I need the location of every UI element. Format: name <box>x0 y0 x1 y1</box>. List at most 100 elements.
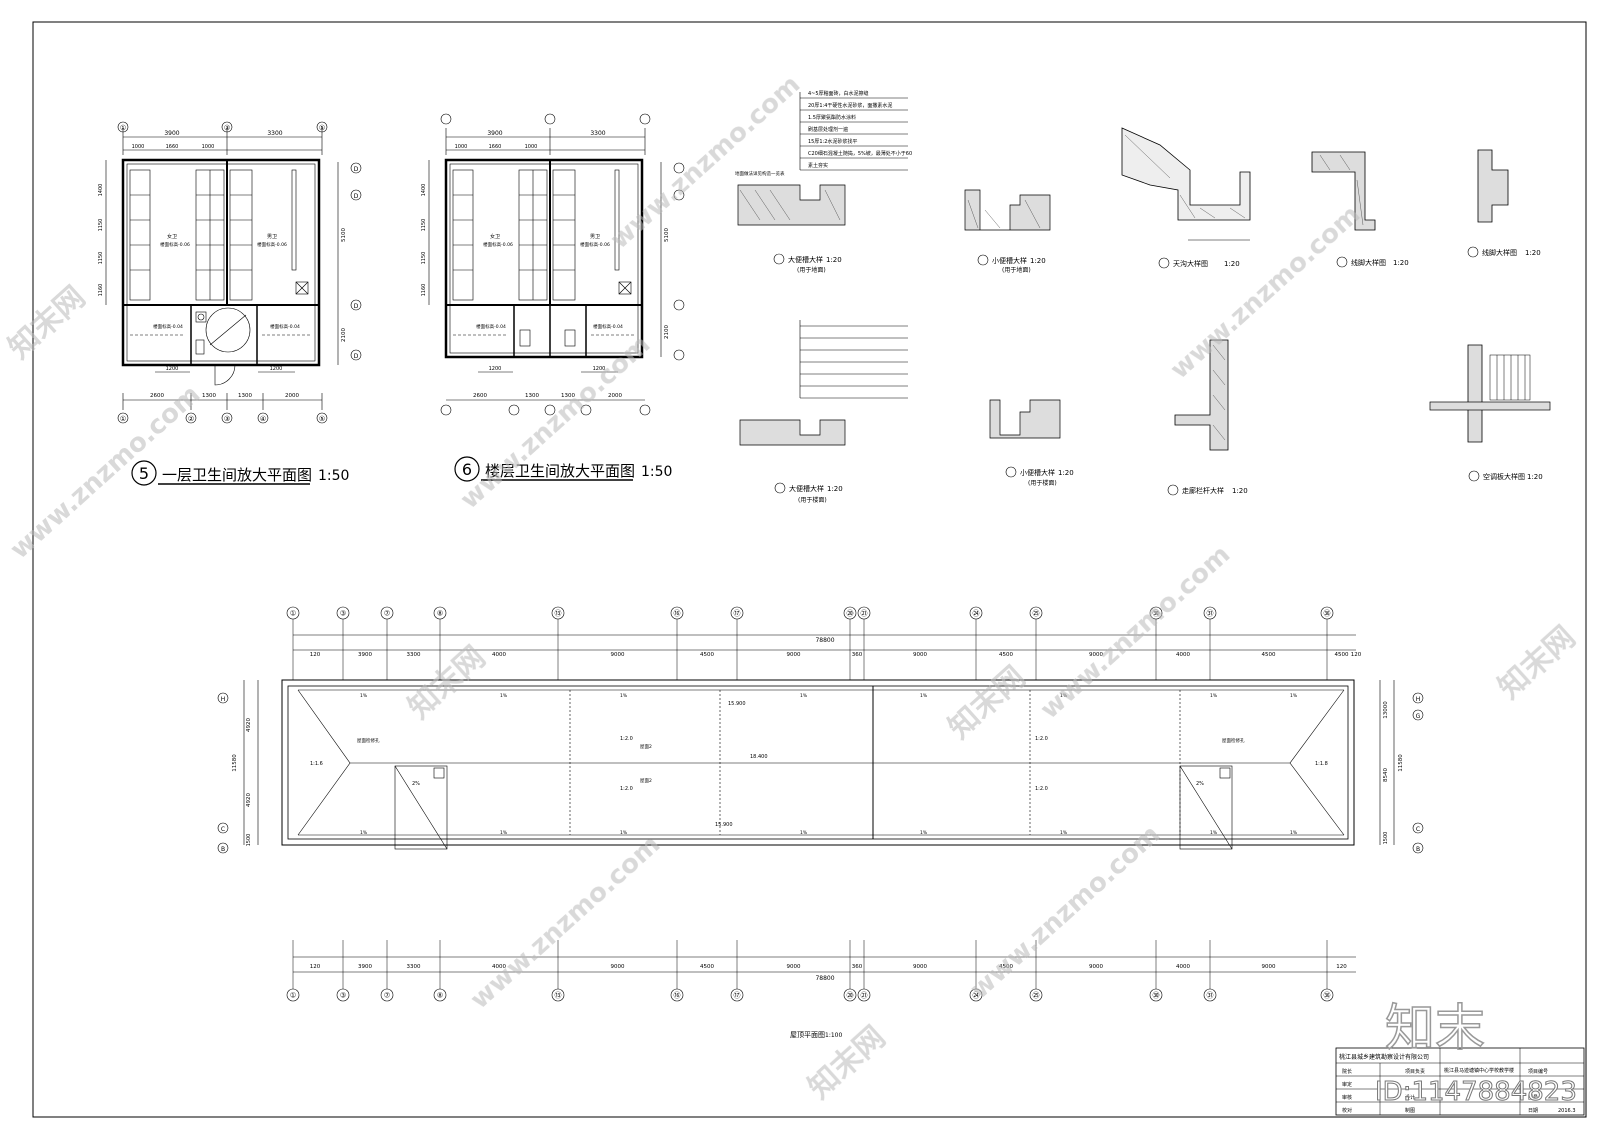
dim-left-4: 1160 <box>98 284 104 297</box>
d1-layer-7: 素土夯实 <box>808 162 828 169</box>
p6-elev-label-3: 楼面标高-0.04 <box>476 323 506 330</box>
d1-layer-3: 1.5厚聚氨酯防水涂料 <box>808 114 856 121</box>
roof-top-axis-bubble <box>1203 606 1217 620</box>
d5-title: 线脚大样图 <box>1482 248 1517 257</box>
roof-gutter-slope-bottom: 1% <box>920 830 928 836</box>
roof-right-dim-1: 13000 <box>1383 701 1389 719</box>
d8-scale: 1:20 <box>1232 487 1248 495</box>
roof-total-top: 78800 <box>815 637 834 644</box>
p6-elev-label-2: 楼面标高-0.06 <box>580 241 610 248</box>
watermark-4: www.znzmo.com <box>1035 539 1237 725</box>
roof-tile-2: 屋面2 <box>640 778 652 784</box>
tb-company: 桃江县城乡建筑勘察设计有限公司 <box>1339 1053 1429 1061</box>
roof-bottom-axis-bubble <box>670 988 684 1002</box>
tb-mid-3: 制图 <box>1405 1107 1415 1114</box>
roof-gutter-slope-bottom: 1% <box>360 830 368 836</box>
roof-drain-note-2: 屋面检修孔 <box>1222 737 1245 744</box>
roof-left-dim-4: 1500 <box>246 834 252 847</box>
d8-title: 走廊栏杆大样 <box>1182 486 1224 495</box>
roof-bottom-axis-label: ⑦ <box>384 992 390 1000</box>
dim-sub-2: 1660 <box>166 144 179 150</box>
room-label-female: 女卫 <box>167 233 177 240</box>
watermark-brand-1: 知末网 <box>2 280 92 366</box>
roof-bottom-dim: 4500 <box>700 964 714 970</box>
roof-gutter-slope-top: 1% <box>1210 693 1218 699</box>
roof-gutter-slope-bottom: 1% <box>1060 830 1068 836</box>
roof-top-dim: 4000 <box>492 652 506 658</box>
tb-project: 桃江县马迹塘镇中心学校教学楼 <box>1444 1067 1514 1074</box>
dim-bot-2: 1300 <box>202 393 216 399</box>
roof-top-axis-label: ㉚ <box>1153 610 1160 618</box>
roof-scale: 1:100 <box>825 1032 842 1039</box>
tb-row-2: 审定 <box>1342 1081 1352 1088</box>
grid-right-3: D <box>354 303 359 310</box>
d1-layer-1: 4~5厚釉面砖，白水泥擦缝 <box>808 90 869 97</box>
roof-slope-6: 1:1.8 <box>1315 761 1328 767</box>
roof-bottom-axis-bubble <box>1320 988 1334 1002</box>
dim-right-1: 5100 <box>341 228 347 242</box>
d1-note: (用于地面) <box>797 266 826 274</box>
roof-bottom-dim: 9000 <box>611 964 625 970</box>
roof-gutter-slope-bottom: 1% <box>1210 830 1218 836</box>
p6-dim-bot-4: 2000 <box>608 393 622 399</box>
d1-scale: 1:20 <box>826 256 842 264</box>
roof-title: 屋顶平面图 <box>790 1031 825 1039</box>
grid-bot-2: ② <box>188 415 194 423</box>
plan6-number: 6 <box>462 460 472 479</box>
dim-right-2: 2100 <box>341 328 347 342</box>
d2-scale: 1:20 <box>1030 257 1046 265</box>
elev-label-3: 楼面标高-0.04 <box>153 323 183 330</box>
grid-right-2: D <box>354 193 359 200</box>
roof-elev-center: 18.400 <box>750 754 768 760</box>
dim-bot-1: 2600 <box>150 393 164 399</box>
title-block: 桃江县城乡建筑勘察设计有限公司 桃江县马迹塘镇中心学校教学楼 院长 审定 审核 … <box>1335 1047 1585 1116</box>
roof-slope-3: 1:2.0 <box>1035 736 1048 742</box>
detail-toilet-trough-ground: 4~5厚釉面砖，白水泥擦缝 20厚1:4干硬性水泥砂浆，面撒素水泥 1.5厚聚氨… <box>735 90 912 274</box>
roof-top-axis-bubble <box>380 606 394 620</box>
roof-top-axis-bubble <box>1149 606 1163 620</box>
d2-title: 小便槽大样 <box>992 256 1027 265</box>
d1-layer-4: 刷基层处理剂一遍 <box>808 126 848 133</box>
roof-bottom-axis-label: ⑧ <box>437 992 443 1000</box>
roof-top-axis-label: ⑦ <box>384 610 390 618</box>
dim-sub-1: 1000 <box>132 144 145 150</box>
roof-top-axis-bubble <box>1029 606 1043 620</box>
watermark-brand-4: 知末网 <box>1492 620 1582 706</box>
p6-dim-bot-1: 2600 <box>473 393 487 399</box>
roof-gutter-slope-bottom: 1% <box>1290 830 1298 836</box>
watermark-5: www.znzmo.com <box>465 829 667 1015</box>
detail-corridor-railing: 走廊栏杆大样 1:20 <box>1167 339 1248 496</box>
d6-scale: 1:20 <box>827 485 843 493</box>
d1-title: 大便槽大样 <box>788 255 823 264</box>
roof-top-axis-label: ㉔ <box>973 610 980 618</box>
grid-top-3: ⑤ <box>319 124 325 132</box>
watermark-logo: 知末 ID:1147884823 <box>1375 998 1578 1107</box>
d3-scale: 1:20 <box>1224 260 1240 268</box>
roof-right-axis-2: G <box>1416 713 1421 720</box>
roof-top-axis-bubble <box>670 606 684 620</box>
d7-scale: 1:20 <box>1058 469 1074 477</box>
room-label-male: 男卫 <box>267 234 277 240</box>
plan5-scale: 1:50 <box>318 468 349 484</box>
roof-slope-4: 1:2.0 <box>1035 786 1048 792</box>
roof-gutter-slope-top: 1% <box>1060 693 1068 699</box>
p6-room-label-male: 男卫 <box>590 234 600 240</box>
p6-dim-sub-2: 1660 <box>489 144 502 150</box>
watermark-logo-text: 知末 <box>1385 999 1485 1057</box>
roof-top-axis-label: ㊱ <box>1324 610 1331 618</box>
dim-bot-3: 1300 <box>238 393 252 399</box>
roof-top-dim: 4000 <box>1176 652 1190 658</box>
plan5-title: 一层卫生间放大平面图 <box>162 466 312 484</box>
roof-top-dim: 360 <box>852 652 863 658</box>
roof-top-dim: 4500 <box>1335 652 1349 658</box>
tb-date: 2016.3 <box>1558 1108 1576 1114</box>
d1-layer-6: C20细石混凝土随捣，5%坡，最薄处不小于60 <box>808 150 912 157</box>
tb-right-3: 日期 <box>1528 1108 1538 1114</box>
roof-top-axis-bubble <box>730 606 744 620</box>
p6-elev-label-4: 楼面标高-0.04 <box>593 323 623 330</box>
roof-top-axis-label: ⑧ <box>437 610 443 618</box>
roof-bottom-dim: 9000 <box>1089 964 1103 970</box>
roof-bottom-dim: 4500 <box>999 964 1013 970</box>
dim-bot-4: 2000 <box>285 393 299 399</box>
roof-top-axis-label: ⑳ <box>847 610 854 618</box>
